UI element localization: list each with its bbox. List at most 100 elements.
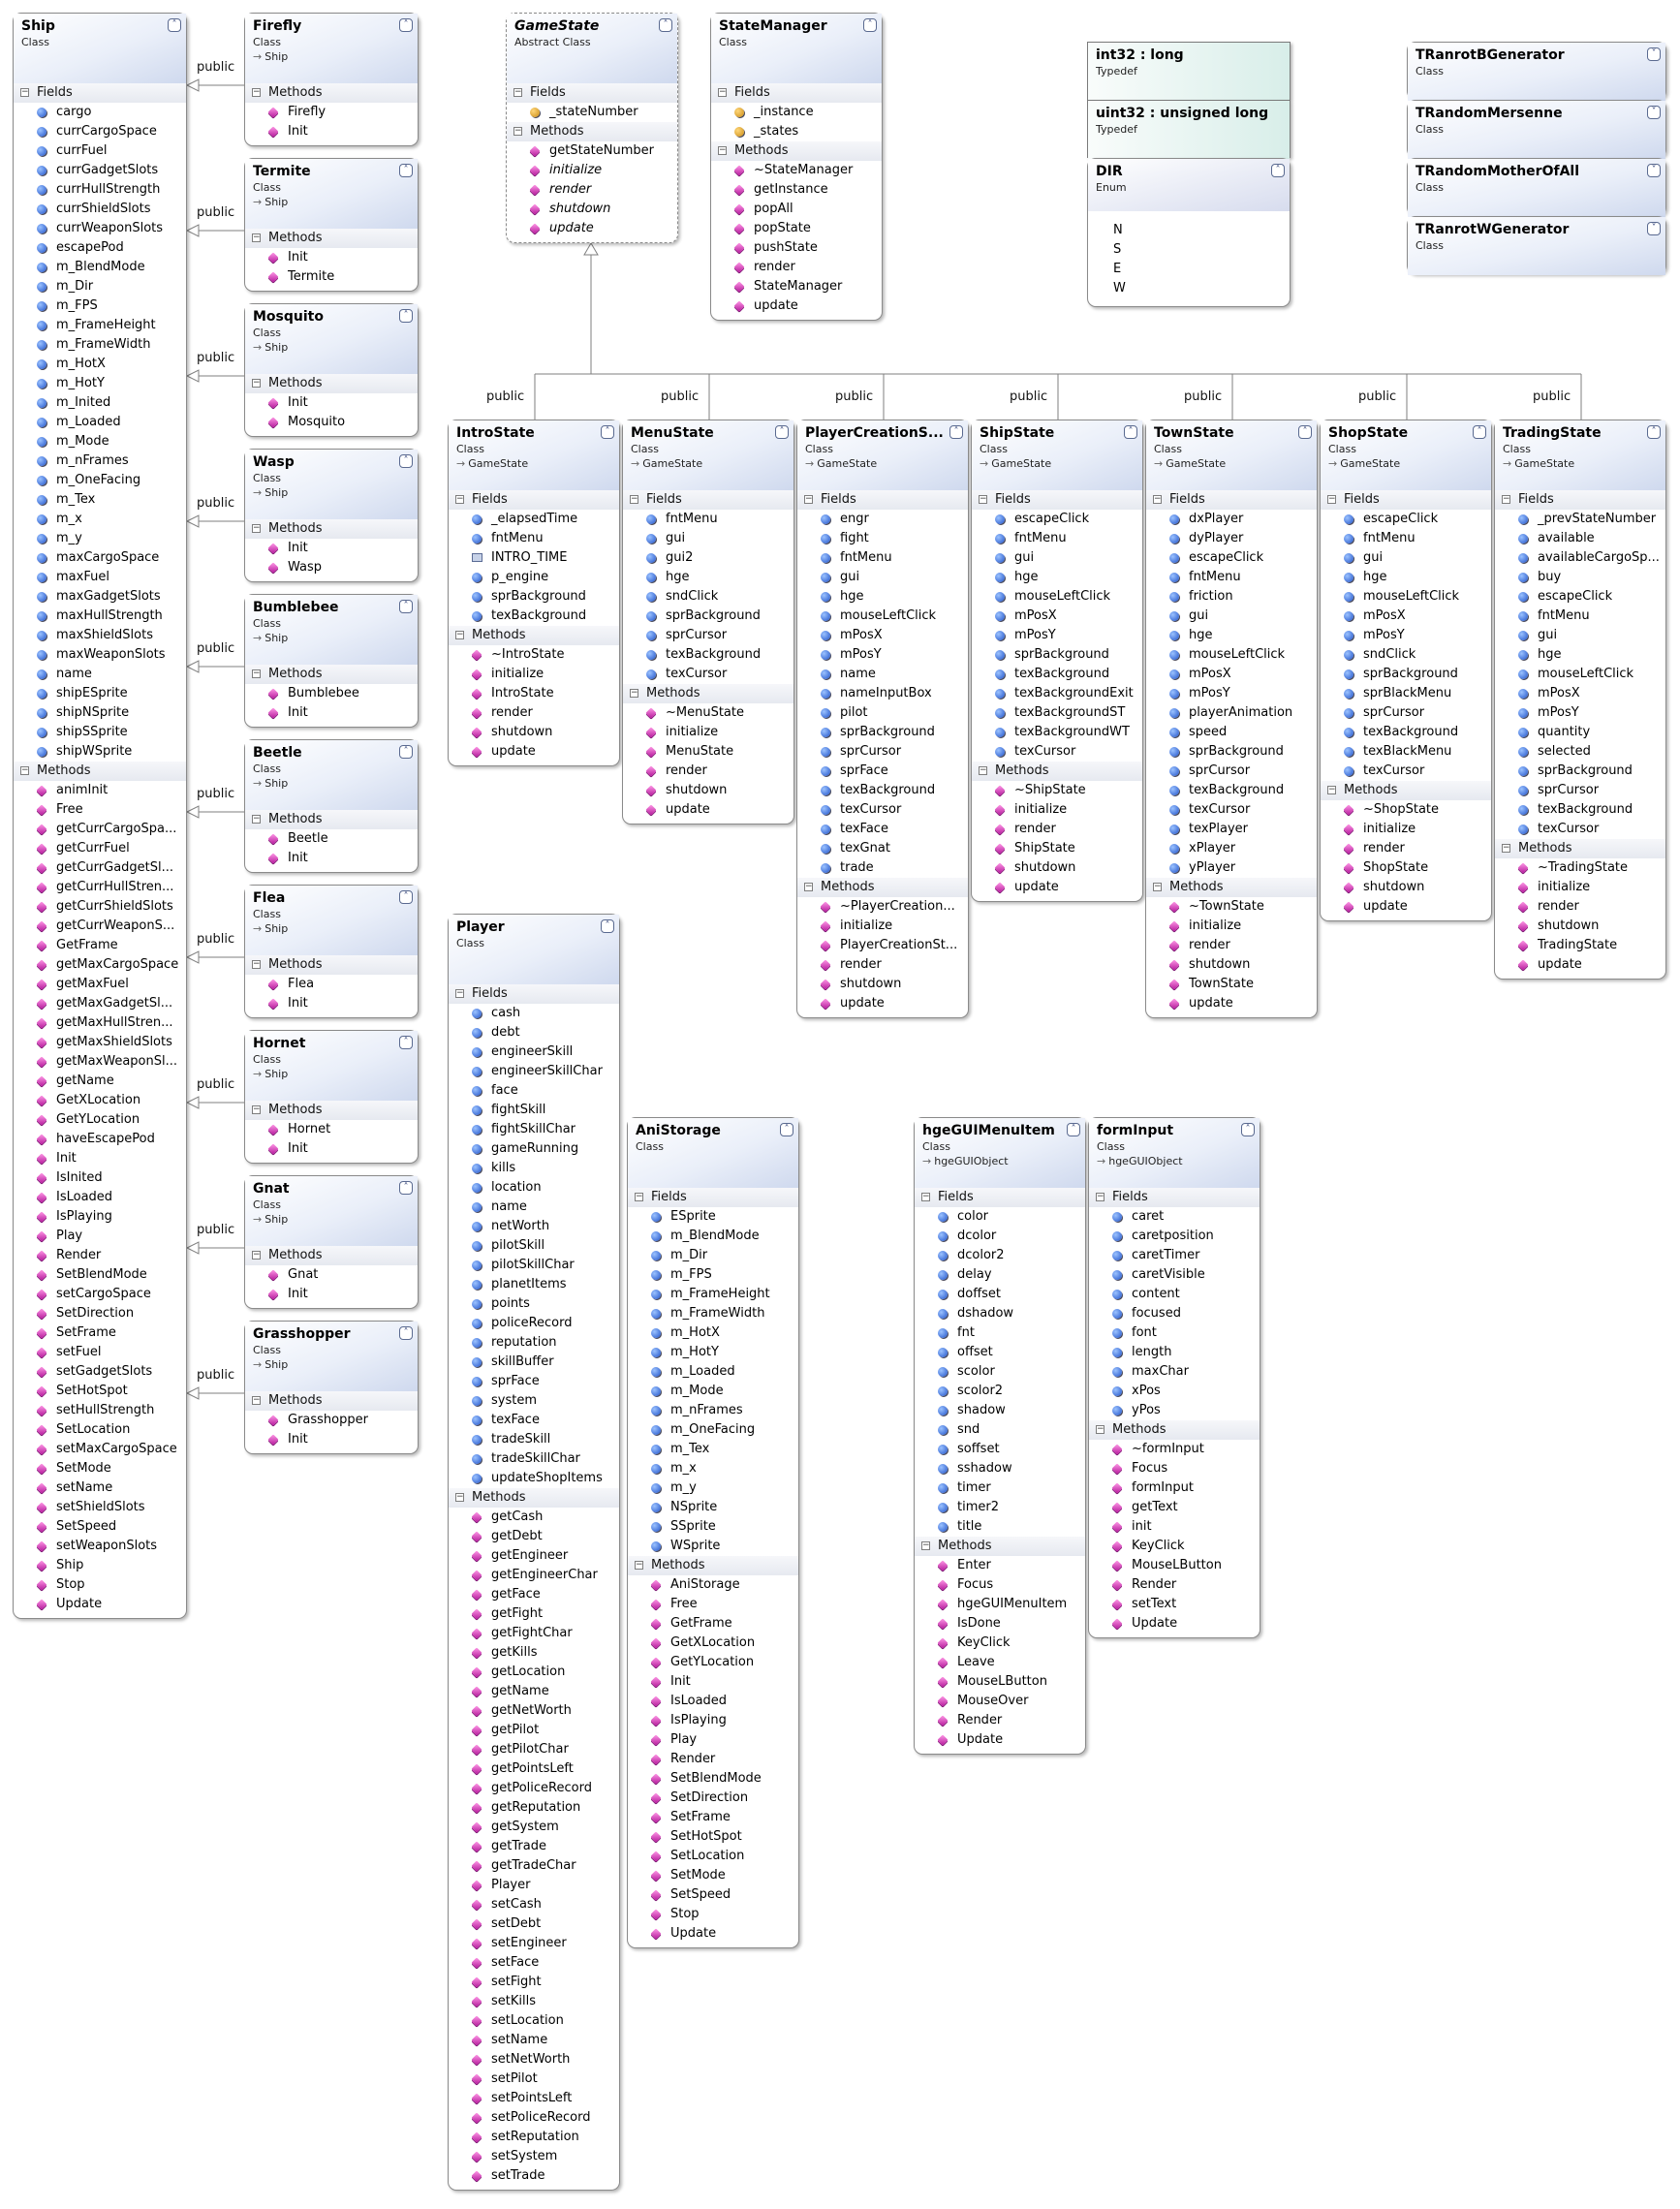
method-item[interactable]: Update <box>14 1595 186 1614</box>
field-item[interactable]: delay <box>915 1265 1085 1285</box>
method-item[interactable]: getInstance <box>711 180 882 200</box>
field-item[interactable]: xPos <box>1089 1382 1260 1401</box>
method-item[interactable]: SetBlendMode <box>14 1265 186 1285</box>
method-item[interactable]: IsDone <box>915 1614 1085 1633</box>
method-item[interactable]: getCurrCargoSpa... <box>14 820 186 839</box>
methods-section[interactable]: −Methods <box>623 684 793 703</box>
methods-section[interactable]: −Methods <box>797 878 968 897</box>
method-item[interactable]: render <box>449 703 619 723</box>
field-item[interactable]: NSprite <box>628 1498 798 1517</box>
collapse-section-icon[interactable]: − <box>252 669 261 678</box>
method-item[interactable]: update <box>711 296 882 316</box>
field-item[interactable]: gui <box>797 568 968 587</box>
field-item[interactable]: m_x <box>14 510 186 529</box>
field-item[interactable]: hge <box>1321 568 1491 587</box>
expand-chevron-icon[interactable]: ˅ <box>1647 106 1661 119</box>
method-item[interactable]: update <box>507 219 677 238</box>
method-item[interactable]: Flea <box>245 975 418 994</box>
method-item[interactable]: TradingState <box>1495 936 1665 955</box>
field-item[interactable]: dcolor2 <box>915 1246 1085 1265</box>
fields-section[interactable]: −Fields <box>623 490 793 510</box>
methods-section[interactable]: −Methods <box>449 626 619 645</box>
method-item[interactable]: pushState <box>711 238 882 258</box>
field-item[interactable]: m_Inited <box>14 393 186 413</box>
method-item[interactable]: Play <box>14 1227 186 1246</box>
collapse-section-icon[interactable]: − <box>252 959 261 969</box>
field-item[interactable]: sndClick <box>1321 645 1491 665</box>
field-item[interactable]: m_Tex <box>628 1440 798 1459</box>
field-item[interactable]: texCursor <box>1146 800 1317 820</box>
methods-section[interactable]: −Methods <box>245 810 418 829</box>
method-item[interactable]: IntroState <box>449 684 619 703</box>
field-item[interactable]: m_Loaded <box>14 413 186 432</box>
field-item[interactable]: escapeClick <box>1321 510 1491 529</box>
field-item[interactable]: engr <box>797 510 968 529</box>
fields-section[interactable]: −Fields <box>14 83 186 103</box>
method-item[interactable]: GetFrame <box>14 936 186 955</box>
method-item[interactable]: Update <box>915 1730 1085 1750</box>
field-item[interactable]: trade <box>797 858 968 878</box>
field-item[interactable]: hge <box>797 587 968 607</box>
field-item[interactable]: caretTimer <box>1089 1246 1260 1265</box>
method-item[interactable]: AniStorage <box>628 1575 798 1595</box>
field-item[interactable]: m_FPS <box>628 1265 798 1285</box>
method-item[interactable]: ~formInput <box>1089 1440 1260 1459</box>
field-item[interactable]: escapeClick <box>1495 587 1665 607</box>
method-item[interactable]: render <box>711 258 882 277</box>
collapse-chevron-icon[interactable]: ˄ <box>863 18 877 32</box>
collapse-section-icon[interactable]: − <box>804 882 813 891</box>
field-item[interactable]: available <box>1495 529 1665 548</box>
method-item[interactable]: getEngineerChar <box>449 1566 619 1585</box>
method-item[interactable]: setLocation <box>449 2011 619 2031</box>
field-item[interactable]: xPlayer <box>1146 839 1317 858</box>
method-item[interactable]: setDebt <box>449 1914 619 1934</box>
field-item[interactable]: length <box>1089 1343 1260 1362</box>
collapse-section-icon[interactable]: − <box>455 494 464 504</box>
collapse-section-icon[interactable]: − <box>252 87 261 97</box>
field-item[interactable]: buy <box>1495 568 1665 587</box>
field-item[interactable]: m_FrameHeight <box>628 1285 798 1304</box>
field-item[interactable]: sprBackground <box>449 587 619 607</box>
field-item[interactable]: gui <box>1146 607 1317 626</box>
method-item[interactable]: MouseOver <box>915 1692 1085 1711</box>
field-item[interactable]: fntMenu <box>449 529 619 548</box>
method-item[interactable]: Init <box>245 1285 418 1304</box>
field-item[interactable]: mPosY <box>972 626 1142 645</box>
field-item[interactable]: sprCursor <box>797 742 968 762</box>
field-item[interactable]: hge <box>623 568 793 587</box>
collapse-section-icon[interactable]: − <box>804 494 813 504</box>
collapse-section-icon[interactable]: − <box>252 1395 261 1405</box>
method-item[interactable]: initialize <box>972 800 1142 820</box>
method-item[interactable]: getPointsLeft <box>449 1759 619 1779</box>
field-item[interactable]: sprBackground <box>1146 742 1317 762</box>
field-item[interactable]: policeRecord <box>449 1314 619 1333</box>
method-item[interactable]: SetHotSpot <box>628 1827 798 1847</box>
collapse-chevron-icon[interactable]: ˄ <box>1067 1123 1080 1136</box>
method-item[interactable]: initialize <box>449 665 619 684</box>
collapse-chevron-icon[interactable]: ˄ <box>399 890 413 904</box>
method-item[interactable]: Stop <box>14 1575 186 1595</box>
method-item[interactable]: getTrade <box>449 1837 619 1856</box>
field-item[interactable]: yPos <box>1089 1401 1260 1420</box>
method-item[interactable]: update <box>449 742 619 762</box>
field-item[interactable]: WSprite <box>628 1537 798 1556</box>
field-item[interactable]: mouseLeftClick <box>1321 587 1491 607</box>
method-item[interactable]: setKills <box>449 1992 619 2011</box>
method-item[interactable]: setFight <box>449 1973 619 1992</box>
fields-section[interactable]: −Fields <box>1089 1188 1260 1207</box>
method-item[interactable]: SetFrame <box>14 1323 186 1343</box>
method-item[interactable]: ~StateManager <box>711 161 882 180</box>
method-item[interactable]: PlayerCreationSt... <box>797 936 968 955</box>
collapse-section-icon[interactable]: − <box>635 1192 643 1201</box>
methods-section[interactable]: −Methods <box>245 955 418 975</box>
